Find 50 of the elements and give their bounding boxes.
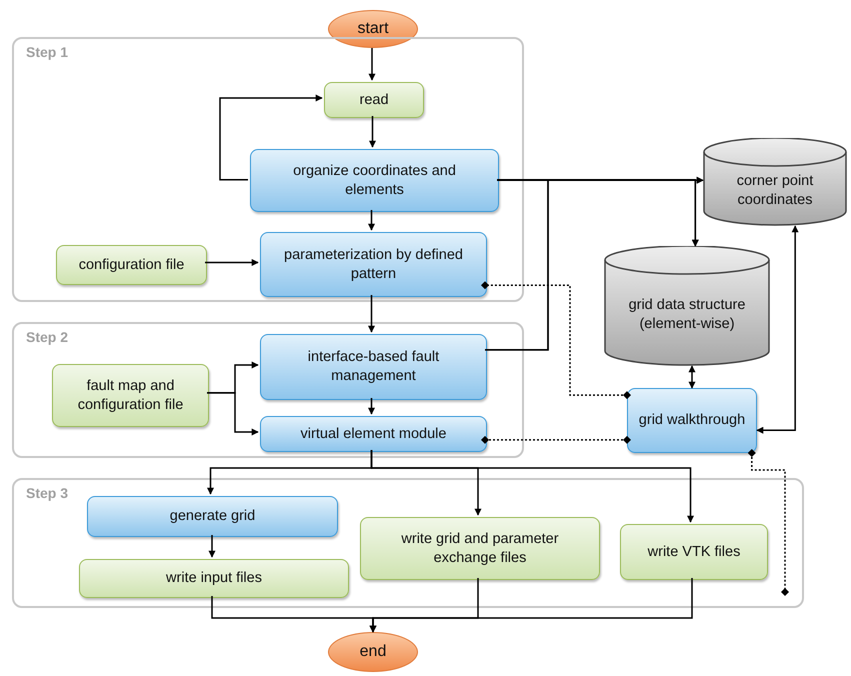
- step-heading: Step 3: [25, 484, 70, 502]
- arrow: [368, 398, 375, 415]
- node-label: write VTK files: [646, 542, 742, 562]
- input-box: [324, 82, 424, 118]
- step-heading: Step 1: [25, 43, 70, 62]
- node-label: configuration file: [78, 256, 186, 274]
- node-label: write grid and parameter exchange files: [400, 530, 560, 568]
- node-label: organize coordinates and elements: [292, 162, 457, 200]
- arrow: [368, 210, 375, 231]
- input-box: [620, 524, 768, 580]
- node-label: read: [358, 90, 390, 110]
- process-box: [250, 149, 499, 212]
- arrow: [756, 225, 799, 434]
- dotted-connector: [481, 436, 631, 444]
- arrow: [370, 578, 693, 633]
- node-label: start: [356, 18, 390, 39]
- node-label: parameterization by defined pattern: [283, 246, 464, 284]
- arrow: [368, 48, 376, 81]
- arrow: [369, 116, 376, 148]
- input-box: [52, 364, 209, 427]
- dotted-connector: [748, 449, 789, 596]
- input-box: [360, 517, 600, 580]
- node-label: generate grid: [168, 507, 256, 526]
- process-box: [260, 232, 487, 297]
- arrow: [207, 392, 259, 436]
- node-label: corner point coordinates: [736, 172, 814, 210]
- node-label: write input files: [165, 569, 263, 588]
- arrow: [370, 450, 694, 523]
- arrow: [688, 365, 696, 389]
- process-box: [260, 334, 487, 400]
- arrow: [368, 295, 375, 333]
- node-label: grid data structure (element-wise): [628, 296, 746, 334]
- arrow: [219, 94, 323, 180]
- process-box: [627, 388, 757, 453]
- node-label: fault map and configuration file: [76, 376, 184, 414]
- dotted-connector: [481, 281, 631, 400]
- step-panel: [12, 478, 804, 608]
- step-panel: [12, 322, 524, 458]
- step-panel: [12, 37, 524, 302]
- process-box: [260, 416, 487, 452]
- process-box: [87, 496, 338, 537]
- input-box: [56, 245, 207, 285]
- step-heading: Step 2: [25, 328, 70, 346]
- node-label: grid walkthrough: [638, 411, 746, 430]
- arrow: [205, 259, 259, 266]
- node-label: end: [358, 642, 388, 662]
- node-label: interface-based fault management: [306, 348, 440, 386]
- arrow: [208, 535, 216, 558]
- input-box: [79, 559, 349, 598]
- node-label: virtual element module: [300, 424, 448, 444]
